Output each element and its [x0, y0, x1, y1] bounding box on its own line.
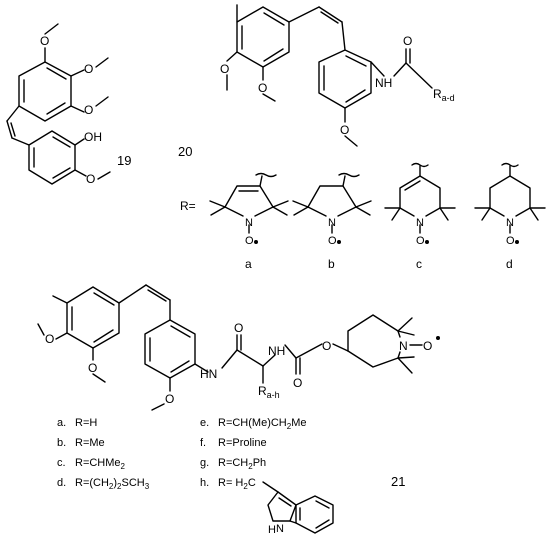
r-group-b-structure — [292, 172, 372, 234]
r-c-radical-dot — [425, 240, 429, 244]
r-a-radical-dot — [254, 240, 258, 244]
c20-r-symbol: R — [433, 87, 442, 101]
legend-text-b: R=Me — [75, 437, 105, 449]
c21-o-mid: O — [88, 361, 97, 375]
r-a-o: O — [245, 235, 254, 247]
indole-h: H — [268, 524, 276, 536]
c21-o-ester: O — [322, 339, 331, 353]
r-b-o: O — [328, 235, 337, 247]
legend-sub-d1: 2 — [109, 482, 114, 491]
legend-letter-c: c. — [57, 457, 66, 469]
c20-o-carbonyl: O — [403, 34, 412, 48]
compound-21-structure — [37, 284, 423, 411]
legend-letter-f: f. — [200, 437, 206, 449]
legend-sub-e: 2 — [287, 422, 292, 431]
compound-20-structure — [226, 4, 433, 147]
legend-letter-a: a. — [57, 417, 66, 429]
c19-o-right-lower: O — [84, 103, 93, 117]
c21-r-symbol: R — [258, 384, 267, 398]
legend-letter-d: d. — [57, 477, 66, 489]
c21-o-carbamate: O — [293, 376, 302, 390]
r-group-c-structure — [384, 162, 456, 234]
r-variant-a-label: a — [245, 257, 252, 271]
r-c-o: O — [416, 235, 425, 247]
c20-r: Ra-d — [433, 87, 455, 103]
r-group-a-structure — [209, 172, 289, 234]
legend-tail-d2: SCH — [122, 477, 145, 489]
legend-letter-g: g. — [200, 457, 209, 469]
c20-r-subscript: a-d — [442, 93, 455, 103]
c21-n-tempo: N — [399, 339, 408, 353]
r-variant-b-label: b — [328, 257, 335, 271]
r-d-o: O — [506, 235, 515, 247]
legend-item-h: h. R= H2C — [200, 477, 256, 491]
r-group-d-structure — [474, 162, 546, 234]
legend-tail-e: Me — [291, 417, 306, 429]
legend-item-g: g. R=CH2Ph — [200, 457, 266, 471]
r-a-n: N — [245, 217, 253, 229]
legend-text-a: R=H — [75, 417, 97, 429]
c21-o-tempo: O — [423, 339, 432, 353]
c21-hn: HN — [200, 367, 217, 381]
legend-item-e: e. R=CH(Me)CH2Me — [200, 417, 306, 431]
legend-letter-e: e. — [200, 417, 209, 429]
legend-tail-d1: ) — [113, 477, 117, 489]
c19-o-top: O — [40, 34, 49, 48]
c21-nh: NH — [268, 344, 285, 358]
c21-r: Ra-h — [258, 384, 280, 400]
compound-21-label: 21 — [391, 474, 405, 489]
legend-item-f: f. R=Proline — [200, 437, 267, 449]
legend-text-h: R= H — [218, 477, 243, 489]
legend-item-d: d.R=(CH2)2SCH3 — [57, 477, 150, 491]
c20-o-mid: O — [258, 81, 267, 95]
legend-text-d: R=(CH — [75, 477, 109, 489]
c21-o-amide: O — [234, 321, 243, 335]
c21-o-ring: O — [165, 392, 174, 406]
r-b-n: N — [328, 217, 336, 229]
legend-text-g: R=CH — [218, 457, 248, 469]
indole-nh: N — [276, 523, 284, 535]
legend-sub-h: 2 — [243, 482, 248, 491]
c19-o-bottom: O — [86, 172, 95, 186]
c20-nh: NH — [375, 76, 392, 90]
r-b-radical-dot — [337, 240, 341, 244]
indole-structure — [262, 481, 334, 534]
c21-radical-dot — [436, 336, 440, 340]
legend-text-e: R=CH(Me)CH — [218, 417, 287, 429]
r-c-n: N — [416, 217, 424, 229]
r-d-n: N — [506, 217, 514, 229]
legend-letter-h: h. — [200, 477, 209, 489]
compound-19-structure — [6, 23, 111, 185]
legend-item-b: b. R=Me — [57, 437, 105, 449]
legend-left-column: a.R=H b.R=Me c.R=CHMe2 d.R=(CH2)2SCH3 — [57, 417, 150, 491]
legend-letter-b: b. — [57, 437, 66, 449]
c19-oh: OH — [84, 130, 102, 144]
legend-text-f: R=Proline — [218, 437, 267, 449]
r-prefix-label: R= — [180, 199, 196, 213]
r-variant-d-label: d — [506, 257, 513, 271]
legend-sub-g: 2 — [248, 462, 253, 471]
c21-r-subscript: a-h — [267, 390, 280, 400]
legend-text-c: R=CHMe — [75, 457, 121, 469]
compound-19-label: 19 — [117, 153, 131, 168]
c20-o-left: O — [220, 62, 229, 76]
legend-item-c: c. R=CHMe2 — [57, 457, 126, 471]
r-variant-c-label: c — [416, 257, 422, 271]
legend-sub-d3: 3 — [145, 482, 150, 491]
legend-right-column: e.R=CH(Me)CH2Me f.R=Proline g.R=CH2Ph h.… — [200, 417, 306, 491]
c21-o-left: O — [45, 332, 54, 346]
legend-sub-c: 2 — [121, 462, 126, 471]
c20-o-ring: O — [340, 123, 349, 137]
c19-o-right-upper: O — [84, 62, 93, 76]
legend-tail-g: Ph — [253, 457, 266, 469]
compound-20-label: 20 — [178, 144, 192, 159]
legend-tail-h: C — [248, 477, 256, 489]
legend-item-a: a. R=H — [57, 417, 97, 429]
legend-sub-d2: 2 — [117, 482, 122, 491]
r-d-radical-dot — [515, 240, 519, 244]
